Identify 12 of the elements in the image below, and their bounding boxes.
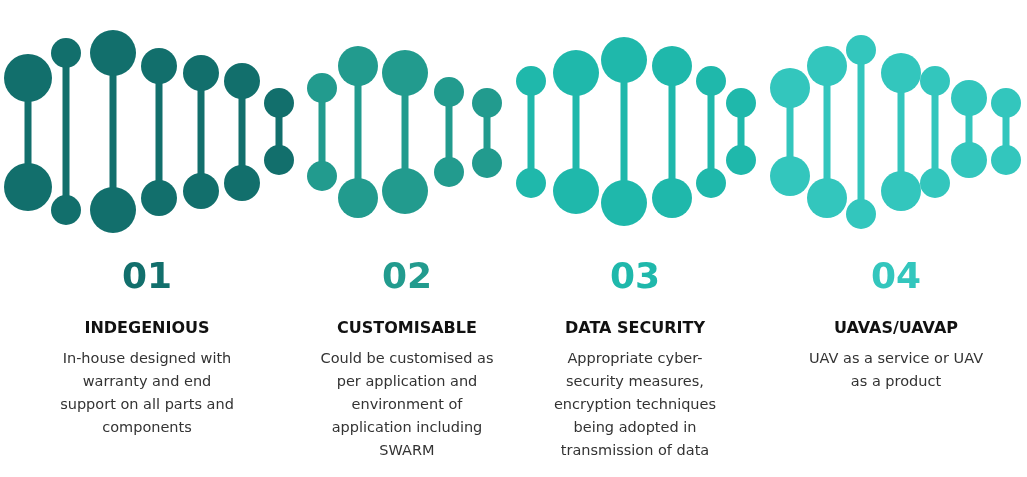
step-number: 02 bbox=[381, 255, 433, 296]
feature-description: Appropriate cyber-security measures, encryption techniques being adopted in transmission of data bbox=[552, 349, 718, 460]
feature-description: In-house designed with warranty and end support on all parts and components bbox=[59, 349, 235, 437]
feature-description: Could be customised as per application and environment of application including SWARM bbox=[319, 349, 495, 460]
feature-heading: UAVAS/UAVAP bbox=[833, 318, 958, 337]
feature-description: UAV as a service or UAV as a product bbox=[807, 349, 985, 391]
feature-heading: DATA SECURITY bbox=[565, 318, 705, 337]
feature-heading: CUSTOMISABLE bbox=[337, 318, 477, 337]
feature-heading: INDEGENIOUS bbox=[84, 318, 210, 337]
step-number: 03 bbox=[609, 255, 661, 296]
step-number: 04 bbox=[870, 255, 922, 296]
step-number: 01 bbox=[121, 255, 173, 296]
